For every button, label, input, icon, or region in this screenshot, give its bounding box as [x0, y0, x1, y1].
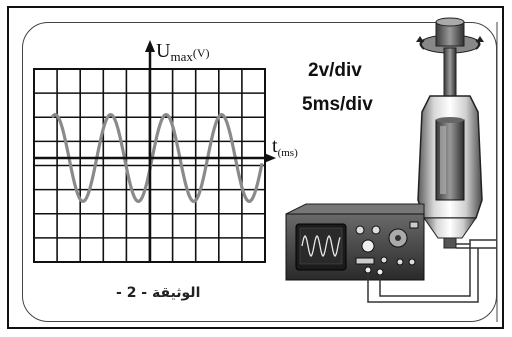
x-axis-arrow-icon: [264, 153, 276, 163]
sine-signal-trace: [50, 112, 264, 203]
svg-text:Umax(V): Umax(V): [156, 40, 210, 64]
mini-wave-trace: [301, 234, 341, 258]
generator-machine-icon: [416, 17, 497, 249]
x-axis-unit: (ms): [278, 147, 299, 159]
time-base-label: 5ms/div: [302, 94, 373, 115]
x-axis-label: t: [272, 135, 278, 157]
oscilloscope-screen: Umax(V) t(ms): [33, 40, 298, 263]
y-axis-unit: (V): [193, 46, 210, 60]
y-axis-arrow-icon: [145, 40, 155, 52]
vertical-sensitivity-label: 2v/div: [308, 60, 362, 81]
document-caption: الوثيقة - 2 -: [116, 285, 201, 301]
y-axis-subscript: max: [170, 49, 193, 64]
oscilloscope-device-icon: [285, 203, 479, 303]
svg-text:t(ms): t(ms): [272, 135, 298, 159]
y-axis-label: U: [156, 40, 171, 62]
